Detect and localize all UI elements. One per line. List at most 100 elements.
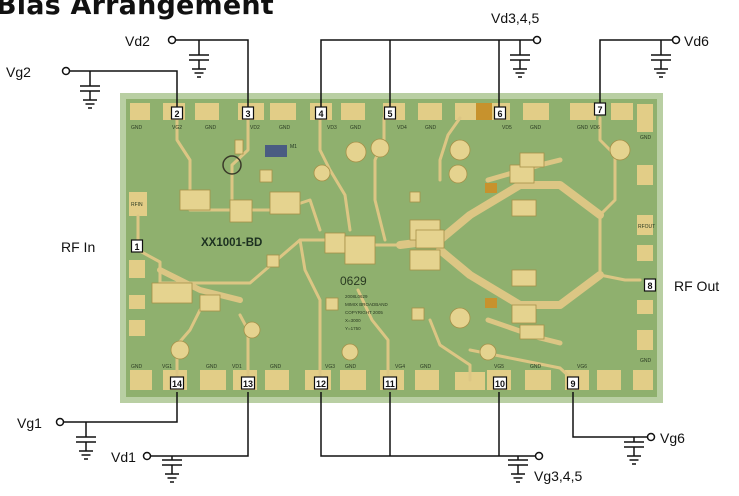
label-vd2: Vd2 — [125, 33, 150, 49]
svg-text:GND: GND — [577, 125, 589, 131]
svg-text:GND: GND — [350, 125, 362, 131]
pin-number: 1 — [134, 242, 139, 252]
svg-text:GND: GND — [425, 125, 437, 131]
pin-6-box: 6 — [493, 106, 507, 120]
svg-text:VG6: VG6 — [577, 364, 587, 370]
svg-text:2008L0629: 2008L0629 — [345, 294, 368, 299]
die-text: M1 — [290, 144, 297, 150]
pin-7-box: 7 — [593, 102, 607, 116]
capacitor-ground-symbol — [651, 54, 671, 78]
svg-text:GND: GND — [131, 125, 143, 131]
svg-text:VG5: VG5 — [494, 364, 504, 370]
circuit-elements — [151, 139, 545, 340]
tantalum-resistor-bottom — [485, 298, 497, 308]
pin-14-box: 14 — [169, 376, 185, 390]
chip-substrate — [126, 99, 657, 397]
chip-die: XX1001-BD 0629 2008L0629 MIMIX BROADBAND… — [120, 93, 663, 403]
capacitor-ground-symbol — [624, 441, 644, 465]
svg-text:GND: GND — [279, 125, 291, 131]
pin-number: 10 — [495, 379, 505, 389]
label-vd1: Vd1 — [111, 449, 136, 465]
supply-labels: Vd2 Vg2 Vd3,4,5 Vd6 RF In RF Out Vg1 Vd1… — [6, 10, 719, 484]
svg-text:VD4: VD4 — [397, 125, 407, 131]
supply-terminals — [55, 35, 681, 461]
diagram-title: Bias Arrangement — [0, 0, 274, 21]
label-rf-out: RF Out — [674, 278, 719, 294]
svg-text:GND: GND — [205, 125, 217, 131]
svg-text:VD6: VD6 — [590, 125, 600, 131]
svg-text:VG3: VG3 — [325, 364, 335, 370]
pin-4-box: 4 — [314, 106, 328, 120]
capacitor-ground-symbol — [162, 459, 182, 483]
svg-text:GND: GND — [420, 364, 432, 370]
chip-marking: 0629 — [340, 274, 367, 288]
external-wiring — [64, 39, 672, 460]
label-vg345: Vg3,4,5 — [534, 468, 582, 484]
svg-text:VD3: VD3 — [327, 125, 337, 131]
pin-3-box: 3 — [241, 106, 255, 120]
pin-2-box: 2 — [170, 106, 184, 120]
label-vd345: Vd3,4,5 — [491, 10, 539, 26]
svg-text:GND: GND — [131, 364, 143, 370]
svg-text:COPYRIGHT 2005: COPYRIGHT 2005 — [345, 310, 383, 315]
decoupling-capacitors — [76, 54, 671, 483]
pin-number: 14 — [172, 379, 182, 389]
pin-number: 2 — [174, 109, 179, 119]
chip-part-number: XX1001-BD — [201, 237, 262, 249]
svg-text:MIMIX BROADBAND: MIMIX BROADBAND — [345, 302, 389, 307]
pin-number: 5 — [387, 109, 392, 119]
pin-1-box: 1 — [130, 239, 144, 253]
svg-text:Y=1750: Y=1750 — [345, 326, 361, 331]
capacitor-ground-symbol — [510, 54, 530, 78]
pin-number: 3 — [245, 109, 250, 119]
label-vg1: Vg1 — [17, 415, 42, 431]
pin-number: 8 — [647, 281, 652, 291]
pin-8-box: 8 — [643, 278, 657, 292]
capacitor-ground-symbol — [508, 459, 528, 483]
pin-11-box: 11 — [382, 376, 398, 390]
label-vd6: Vd6 — [684, 33, 709, 49]
capacitor-ground-symbol — [76, 436, 96, 460]
tantalum-resistor-top — [485, 183, 497, 193]
svg-text:GND: GND — [530, 125, 542, 131]
svg-text:X=3000: X=3000 — [345, 318, 361, 323]
svg-text:GND: GND — [206, 364, 218, 370]
pin-12-box: 12 — [313, 376, 329, 390]
svg-text:GND: GND — [530, 364, 542, 370]
label-rf-in: RF In — [61, 239, 95, 255]
svg-text:GND: GND — [345, 364, 357, 370]
svg-text:RFOUT: RFOUT — [638, 224, 655, 230]
pin-9-box: 9 — [566, 376, 580, 390]
svg-text:RFIN: RFIN — [131, 202, 143, 208]
pin-number: 11 — [385, 379, 395, 389]
svg-text:VD2: VD2 — [250, 125, 260, 131]
capacitor-ground-symbol — [80, 85, 100, 109]
label-vg2: Vg2 — [6, 64, 31, 80]
pin-number: 7 — [597, 105, 602, 115]
pin-number: 6 — [497, 109, 502, 119]
chip-imprint: 2008L0629 MIMIX BROADBAND COPYRIGHT 2005… — [345, 294, 389, 331]
capacitor-ground-symbol — [189, 54, 209, 78]
spiral-inductor — [222, 155, 242, 175]
svg-text:VG4: VG4 — [395, 364, 405, 370]
svg-text:GND: GND — [640, 135, 652, 141]
label-vg6: Vg6 — [660, 430, 685, 446]
pin-number: 4 — [318, 109, 323, 119]
pin-10-box: 10 — [492, 376, 508, 390]
svg-text:VG1: VG1 — [162, 364, 172, 370]
die-marker-block — [265, 145, 287, 157]
svg-text:GND: GND — [640, 358, 652, 364]
side-pads — [129, 165, 653, 350]
radial-stubs — [170, 138, 631, 361]
pin-13-box: 13 — [240, 376, 256, 390]
svg-text:GND: GND — [270, 364, 282, 370]
svg-text:VG2: VG2 — [172, 125, 182, 131]
svg-text:VD1: VD1 — [232, 364, 242, 370]
pin-number: 13 — [243, 379, 253, 389]
pin-number: 9 — [570, 379, 575, 389]
svg-text:VD5: VD5 — [502, 125, 512, 131]
pin-5-box: 5 — [383, 106, 397, 120]
